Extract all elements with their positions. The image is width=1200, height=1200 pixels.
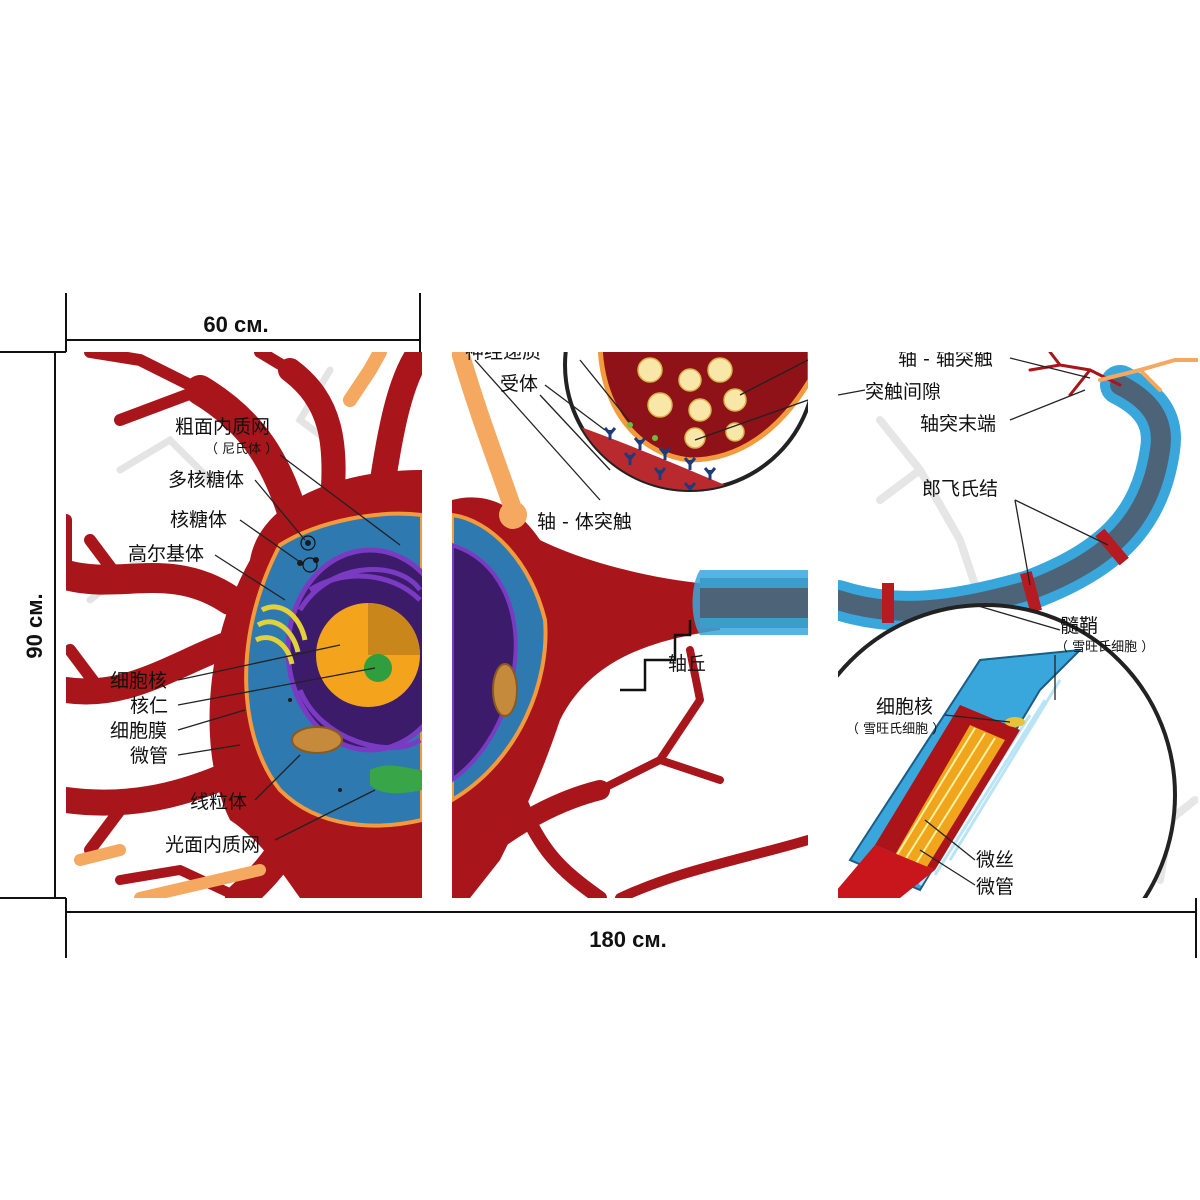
mitochondria bbox=[291, 726, 343, 754]
nodes-of-ranvier bbox=[882, 528, 1129, 623]
panel3-leaders bbox=[838, 357, 1109, 886]
label-axosomatic-synapse: 轴 - 体突触 bbox=[537, 511, 632, 533]
smooth-er bbox=[370, 765, 422, 794]
panel-middle: 神经递质 受体 轴 - 体突触 轴丘 bbox=[452, 341, 808, 898]
dimension-height: 90 см. bbox=[22, 593, 47, 658]
axon-hillock-bracket bbox=[620, 620, 692, 692]
label-schwann-nucleus-paren: （ 雪旺氏细胞 ） bbox=[846, 722, 945, 737]
mitochondria-right bbox=[492, 663, 518, 717]
myelin-zoom bbox=[838, 603, 1177, 898]
zoom-axon-tail bbox=[838, 845, 935, 898]
label-neurotransmitter: 神经递质 bbox=[465, 341, 541, 363]
label-microtubule-left: 微管 bbox=[130, 745, 168, 767]
label-microtubule-right: 微管 bbox=[976, 876, 1014, 898]
presynaptic-axon-middle bbox=[452, 352, 524, 524]
axon-core bbox=[838, 375, 1171, 621]
receptors bbox=[603, 427, 717, 490]
panel-right: 轴 - 轴突触 突触间隙 轴突末端 郎飞氏结 髓鞘 （ 雪旺氏细胞 ） 细胞核 … bbox=[838, 348, 1198, 898]
postsynaptic-dendrite bbox=[1098, 358, 1198, 392]
label-rough-er: 粗面内质网 bbox=[175, 416, 270, 438]
label-myelin-schwann: （ 雪旺氏细胞 ） bbox=[1055, 640, 1154, 655]
label-ribosome: 核糖体 bbox=[170, 509, 227, 531]
label-smooth-er: 光面内质网 bbox=[165, 834, 260, 856]
dendrites-middle bbox=[460, 646, 808, 898]
label-axon-hillock: 轴丘 bbox=[668, 653, 706, 675]
label-mitochondria: 线粒体 bbox=[190, 791, 247, 813]
neurotransmitter-dots bbox=[627, 422, 658, 441]
zoom-schwann-nucleus bbox=[1005, 717, 1025, 727]
golgi bbox=[254, 604, 308, 665]
label-nucleolus: 核仁 bbox=[130, 695, 168, 717]
dimension-annotations: 60 см. 90 см. 180 см. bbox=[0, 293, 1197, 958]
ribosome-marker bbox=[300, 535, 316, 551]
dimension-panel-width: 60 см. bbox=[203, 312, 268, 337]
nucleolus bbox=[364, 654, 392, 682]
panel2-leaders bbox=[474, 359, 808, 501]
label-axoaxonic-synapse: 轴 - 轴突触 bbox=[898, 348, 993, 370]
presynaptic-axons bbox=[74, 352, 387, 898]
label-polyribosome: 多核糖体 bbox=[168, 469, 244, 491]
axon-core-initial bbox=[700, 588, 808, 618]
label-microfilament: 微丝 bbox=[976, 849, 1014, 871]
label-synaptic-cleft: 突触间隙 bbox=[865, 381, 941, 403]
synapse-zoom bbox=[563, 352, 808, 492]
label-nissl-body: （ 尼氏体 ） bbox=[205, 442, 278, 457]
synaptic-vesicles bbox=[637, 357, 747, 449]
zoom-filaments bbox=[896, 727, 996, 866]
label-cell-membrane: 细胞膜 bbox=[110, 720, 167, 742]
label-nucleus: 细胞核 bbox=[110, 670, 167, 692]
axosomatic-bouton bbox=[499, 501, 527, 529]
label-schwann-nucleus: 细胞核 bbox=[876, 696, 933, 718]
label-axon-terminal: 轴突末端 bbox=[920, 413, 996, 435]
label-receptor: 受体 bbox=[500, 373, 538, 395]
label-myelin-sheath: 髓鞘 bbox=[1060, 615, 1098, 637]
dimension-total-width: 180 см. bbox=[589, 927, 666, 952]
label-golgi: 高尔基体 bbox=[128, 543, 204, 565]
rough-er-right bbox=[452, 542, 518, 783]
polyribosome-marker bbox=[302, 557, 318, 573]
panel-left: 粗面内质网 （ 尼氏体 ） 多核糖体 核糖体 高尔基体 细胞核 核仁 细胞膜 微… bbox=[66, 352, 422, 898]
axon-terminal-branches bbox=[1028, 352, 1122, 397]
label-node-of-ranvier: 郎飞氏结 bbox=[922, 478, 998, 500]
nucleus-cutaway bbox=[368, 603, 420, 655]
panel1-leaders bbox=[177, 454, 401, 841]
